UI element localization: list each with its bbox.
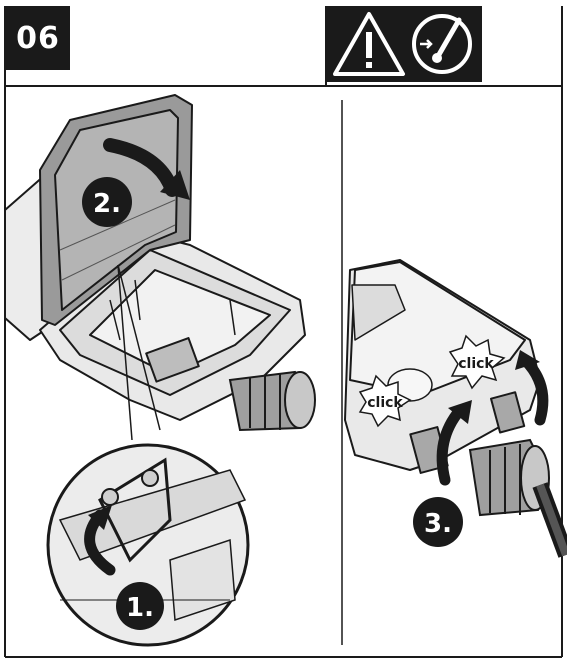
close-lid-arrow [103, 138, 190, 200]
step-1-label: 1. [126, 593, 154, 623]
latch-push-arrow [84, 505, 116, 576]
step-3-label: 3. [424, 509, 452, 539]
click-label-right: click [458, 356, 494, 372]
step-3-bubble: 3. [413, 497, 463, 547]
warning-triangle-icon [333, 12, 405, 76]
cable [532, 482, 567, 558]
click-burst-right: click [448, 334, 506, 390]
step-number: 06 [16, 20, 60, 56]
zoom-indicator [117, 264, 161, 441]
power-switch-off-icon [412, 14, 472, 74]
click-label-left: click [367, 395, 403, 411]
step-number-badge: 06 [6, 6, 70, 70]
step-2-bubble: 2. [82, 177, 132, 227]
click-burst-left: click [358, 374, 412, 428]
latch-close-arrow-right [515, 350, 549, 426]
magnified-latch-detail [46, 443, 250, 647]
cable-gland-closed [468, 438, 550, 517]
step-1-bubble: 1. [116, 582, 164, 630]
safety-icons [333, 12, 472, 76]
latch-close-arrow-left [436, 400, 472, 486]
step-2-label: 2. [93, 189, 121, 219]
cable-gland [228, 370, 316, 432]
safety-warning-box [327, 6, 482, 82]
enclosure-housing [4, 164, 306, 421]
